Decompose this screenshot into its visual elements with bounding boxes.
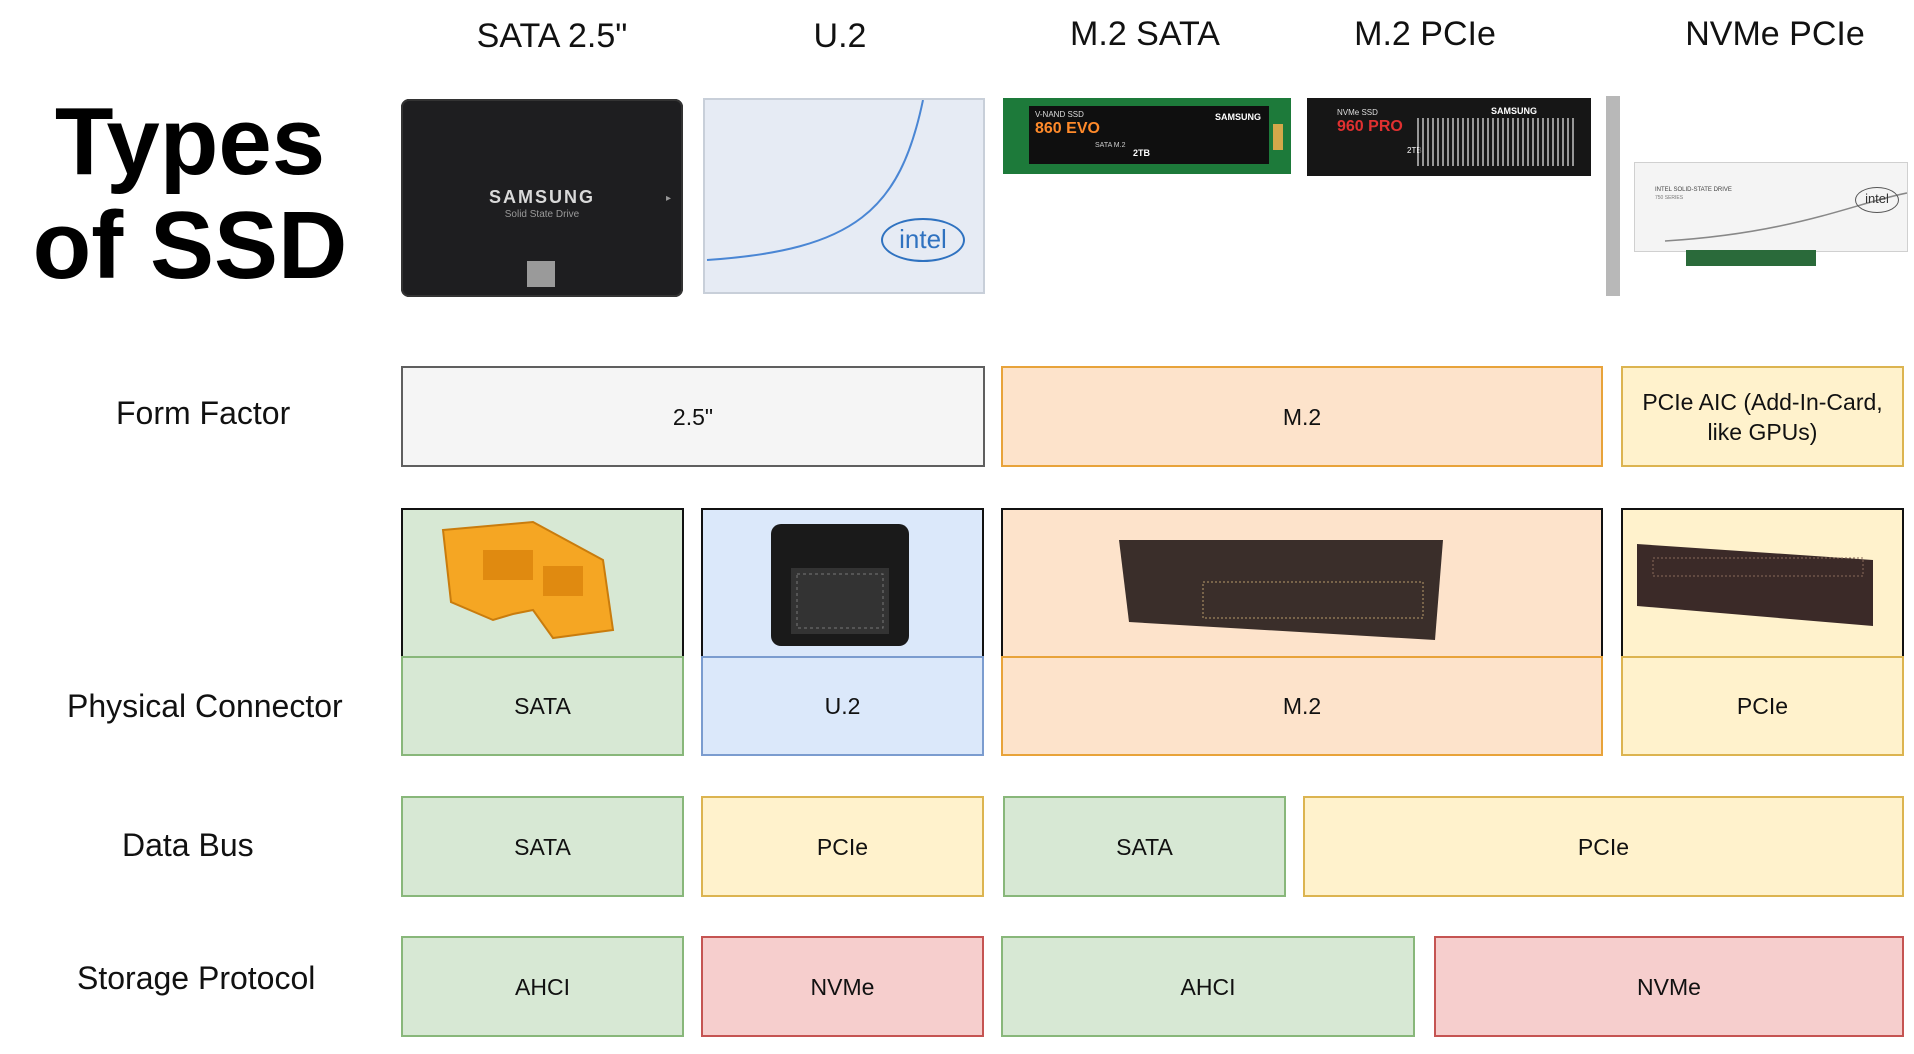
- samsung-960-pro-image: NVMe SSD 960 PRO 2TB SAMSUNG: [1307, 98, 1591, 176]
- data-bus-m2-sata-cell: SATA: [1003, 796, 1286, 897]
- row-label-form-factor: Form Factor: [116, 395, 291, 431]
- intel-swoosh-icon: [706, 100, 924, 261]
- sata-connector-icon: [441, 520, 615, 640]
- nvme-ssd-label: NVMe SSD: [1337, 108, 1378, 117]
- samsung-subtitle-text: Solid State Drive: [504, 209, 580, 220]
- connector-sata-cell: SATA: [401, 656, 684, 756]
- label-square-icon: [527, 261, 555, 287]
- aic-series: 750 SERIES: [1655, 195, 1684, 201]
- row-label-data-bus: Data Bus: [122, 827, 254, 863]
- data-bus-pcie-cell: PCIe: [701, 796, 984, 897]
- bracket-icon: [1606, 96, 1620, 296]
- model-960-label: 960 PRO: [1337, 118, 1403, 135]
- samsung-brand-text: SAMSUNG: [488, 187, 595, 207]
- column-header-u2: U.2: [813, 17, 867, 55]
- aic-label: INTEL SOLID-STATE DRIVE: [1655, 187, 1732, 193]
- gold-contacts: [1273, 124, 1283, 150]
- page-title: Types of SSD: [20, 90, 360, 298]
- arrow-icon: ▸: [665, 193, 671, 204]
- pcie-connector-tile: [1621, 508, 1904, 658]
- row-label-physical-connector: Physical Connector: [67, 688, 343, 724]
- column-header-sata-25: SATA 2.5": [476, 17, 628, 55]
- vnand-label: V-NAND SSD: [1035, 110, 1084, 119]
- samsung-960-brand: SAMSUNG: [1490, 106, 1537, 116]
- u2-connector-tile: [701, 508, 984, 658]
- form-factor-aic-cell: PCIe AIC (Add-In-Card, like GPUs): [1621, 366, 1904, 467]
- data-bus-sata-cell: SATA: [401, 796, 684, 897]
- sata-connector-tile: [401, 508, 684, 658]
- protocol-pcie-nvme-cell: NVMe: [1434, 936, 1904, 1037]
- protocol-ahci-cell: AHCI: [401, 936, 684, 1037]
- barcode-icon: [1417, 118, 1577, 166]
- protocol-nvme-cell: NVMe: [701, 936, 984, 1037]
- m2-connector-icon: [1119, 540, 1443, 640]
- intel-logo: intel: [881, 218, 965, 262]
- samsung-860-brand: SAMSUNG: [1214, 112, 1261, 122]
- sata-m2-label: SATA M.2: [1095, 142, 1126, 149]
- model-860-label: 860 EVO: [1035, 120, 1100, 137]
- connector-m2-cell: M.2: [1001, 656, 1603, 756]
- m2-connector-tile: [1001, 508, 1603, 658]
- connector-u2-cell: U.2: [701, 656, 984, 756]
- samsung-860-evo-image: V-NAND SSD 860 EVO SATA M.2 2TB SAMSUNG: [1003, 98, 1291, 174]
- intel-aic-card-image: INTEL SOLID-STATE DRIVE 750 SERIES intel: [1606, 96, 1908, 300]
- pcie-fingers: [1686, 250, 1816, 266]
- data-bus-m2-pcie-cell: PCIe: [1303, 796, 1904, 897]
- capacity-860-label: 2TB: [1133, 148, 1151, 158]
- samsung-sata-ssd-image: SAMSUNG Solid State Drive ▸: [401, 99, 683, 297]
- intel-u2-ssd-image: intel: [703, 98, 985, 294]
- form-factor-25-cell: 2.5": [401, 366, 985, 467]
- capacity-960-label: 2TB: [1407, 146, 1422, 155]
- protocol-m2-ahci-cell: AHCI: [1001, 936, 1415, 1037]
- column-header-m2-sata: M.2 SATA: [1070, 15, 1220, 53]
- row-label-storage-protocol: Storage Protocol: [77, 960, 316, 996]
- column-header-m2-pcie: M.2 PCIe: [1354, 15, 1496, 53]
- intel-aic-logo: intel: [1855, 187, 1899, 213]
- pcie-connector-icon: [1637, 544, 1873, 626]
- title-line-1: Types: [54, 88, 326, 195]
- form-factor-m2-cell: M.2: [1001, 366, 1603, 467]
- u2-connector-icon: [771, 524, 909, 646]
- connector-pcie-cell: PCIe: [1621, 656, 1904, 756]
- column-header-nvme-pcie: NVMe PCIe: [1685, 15, 1865, 53]
- title-line-2: of SSD: [32, 192, 348, 299]
